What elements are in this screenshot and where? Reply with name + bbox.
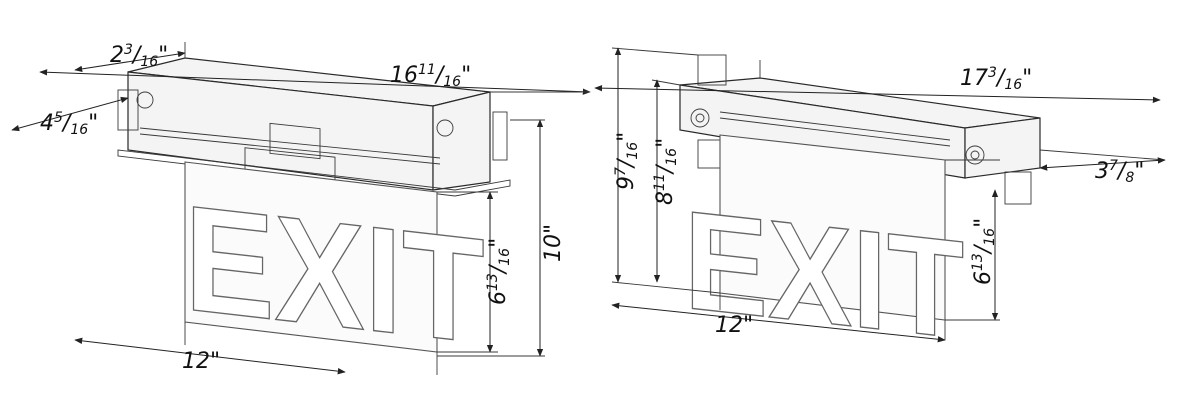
right-exit-text: EXIT	[684, 182, 964, 369]
right-view: EXIT 173/16" 37/8" 97/16" 811/16" 6	[594, 47, 1166, 369]
left-width-dim: 12"	[182, 349, 220, 374]
right-housing-end	[964, 117, 1041, 179]
left-exit-text: EXIT	[185, 174, 485, 376]
left-depth-dim: 23/16"	[110, 42, 168, 70]
left-side-dim-line	[11, 96, 129, 132]
right-depth-dim-line	[1039, 157, 1166, 171]
right-width-dim-line	[611, 302, 946, 343]
left-width-dim-line	[74, 337, 346, 375]
right-width-dim: 12"	[715, 313, 753, 338]
right-depth-dim: 37/8"	[1095, 158, 1144, 186]
left-length-dim: 1611/16"	[390, 62, 471, 90]
right-length-dim-line	[594, 84, 1161, 104]
left-side-dim: 45/16"	[40, 110, 98, 138]
left-overall-height-dim: 10"	[541, 224, 566, 262]
right-height-b-dim: 811/16"	[652, 138, 680, 205]
left-housing-end	[432, 91, 491, 191]
left-mounting-plate	[117, 149, 511, 197]
left-panel-height-dim: 613/16"	[485, 238, 513, 305]
right-length-dim: 173/16"	[960, 65, 1032, 93]
left-view: EXIT 23/16" 1611/16" 45/16" 613/16" 10"	[11, 42, 591, 376]
right-panel-height-dim: 613/16"	[970, 218, 998, 285]
left-depth-dim-line	[74, 50, 186, 73]
left-length-dim-line	[39, 69, 591, 95]
right-height-a-dim: 97/16"	[613, 132, 641, 190]
